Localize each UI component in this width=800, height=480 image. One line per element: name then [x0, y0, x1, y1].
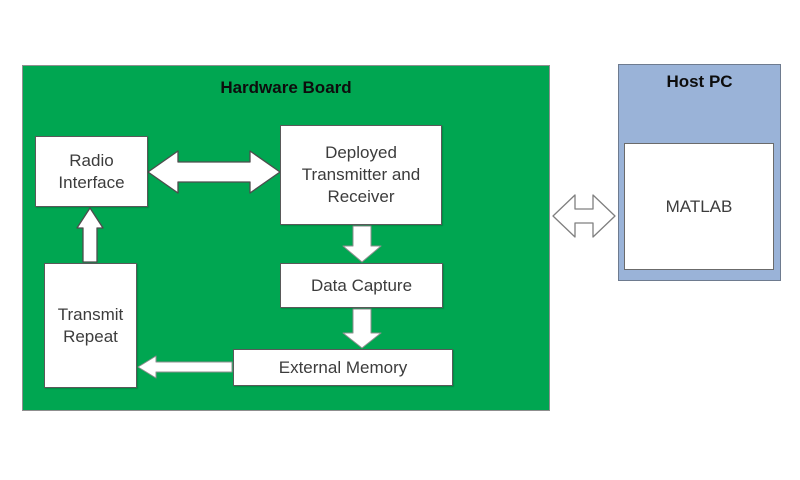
node-transmit-repeat: Transmit Repeat — [44, 263, 137, 388]
host-pc-title: Host PC — [666, 72, 733, 91]
node-deployed-transmitter-receiver-label: Deployed Transmitter and Receiver — [301, 143, 421, 206]
arrow-board-hostpc-bidirectional — [552, 194, 616, 238]
node-radio-interface-label: Radio Interface — [58, 150, 125, 192]
node-external-memory-label: External Memory — [278, 357, 408, 377]
node-data-capture-label: Data Capture — [310, 275, 413, 295]
node-radio-interface: Radio Interface — [35, 136, 148, 207]
node-deployed-transmitter-receiver: Deployed Transmitter and Receiver — [280, 125, 442, 225]
hardware-board-title: Hardware Board — [220, 78, 352, 97]
node-external-memory: External Memory — [233, 349, 453, 386]
node-data-capture: Data Capture — [280, 263, 443, 308]
node-matlab-label: MATLAB — [665, 196, 733, 216]
node-transmit-repeat-label: Transmit Repeat — [57, 304, 124, 346]
node-matlab: MATLAB — [624, 143, 774, 270]
